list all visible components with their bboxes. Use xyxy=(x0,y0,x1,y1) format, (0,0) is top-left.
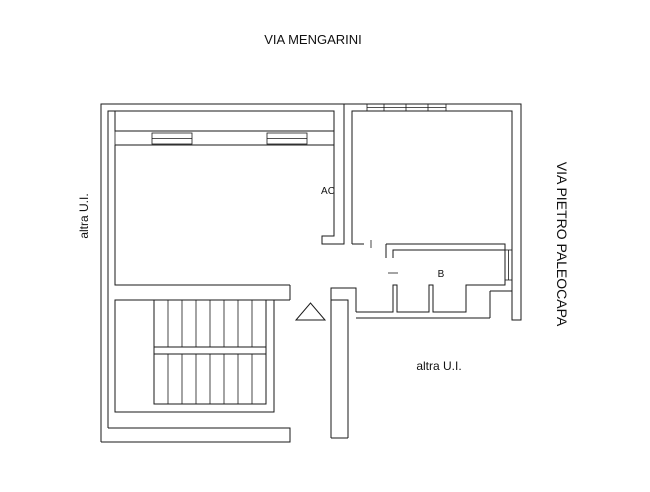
staircase xyxy=(114,299,275,413)
top-balcony xyxy=(114,110,335,146)
room-b-walls xyxy=(356,249,513,319)
entrance-triangle-icon xyxy=(294,302,327,321)
street-label-top: VIA MENGARINI xyxy=(264,32,362,47)
street-label-right: VIA PIETRO PALEOCAPA xyxy=(554,162,570,327)
windows-top-right xyxy=(366,103,447,112)
room-right-walls xyxy=(352,240,506,258)
room-label-b: B xyxy=(438,269,445,280)
room-label-ac: AC xyxy=(321,186,335,197)
room-ac-walls xyxy=(114,145,291,301)
exterior-walls xyxy=(100,103,522,443)
windows-top-left xyxy=(151,132,308,145)
neighbor-label-bottom-right: altra U.I. xyxy=(416,359,461,373)
neighbor-label-left: altra U.I. xyxy=(77,193,91,238)
